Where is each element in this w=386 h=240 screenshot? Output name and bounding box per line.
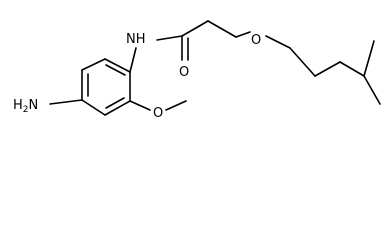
ring-bond [104,58,131,73]
ring-double-bond [105,64,126,76]
chain-bond [363,75,381,105]
chain-bond [339,61,365,77]
chain-bond [289,47,316,77]
nh-carbonyl-bond [156,35,183,41]
ether-oxygen-label: O [251,33,261,48]
ring-bond [81,58,106,71]
chain-bond [265,35,291,49]
methoxy-bond [129,100,151,111]
methyl-bond [165,100,187,111]
methoxy-oxygen-label: O [153,106,163,121]
chain-bond [314,61,341,77]
amide-nh-label: NH [126,32,146,47]
ring-bond [81,99,106,116]
chain-bond [235,31,251,38]
carbonyl-oxygen-label: O [179,65,189,80]
ring-nh-bond [129,47,137,73]
chemical-structure: H2N O NH O O [13,20,381,121]
chain-bond [363,40,375,77]
ring-bond [104,100,131,116]
chain-bond [207,20,237,38]
chain-bond [181,20,209,37]
benzene-ring [81,58,131,116]
ring-double-bond [105,97,125,109]
amine-label: H2N [13,98,38,115]
amine-bond [49,99,83,105]
